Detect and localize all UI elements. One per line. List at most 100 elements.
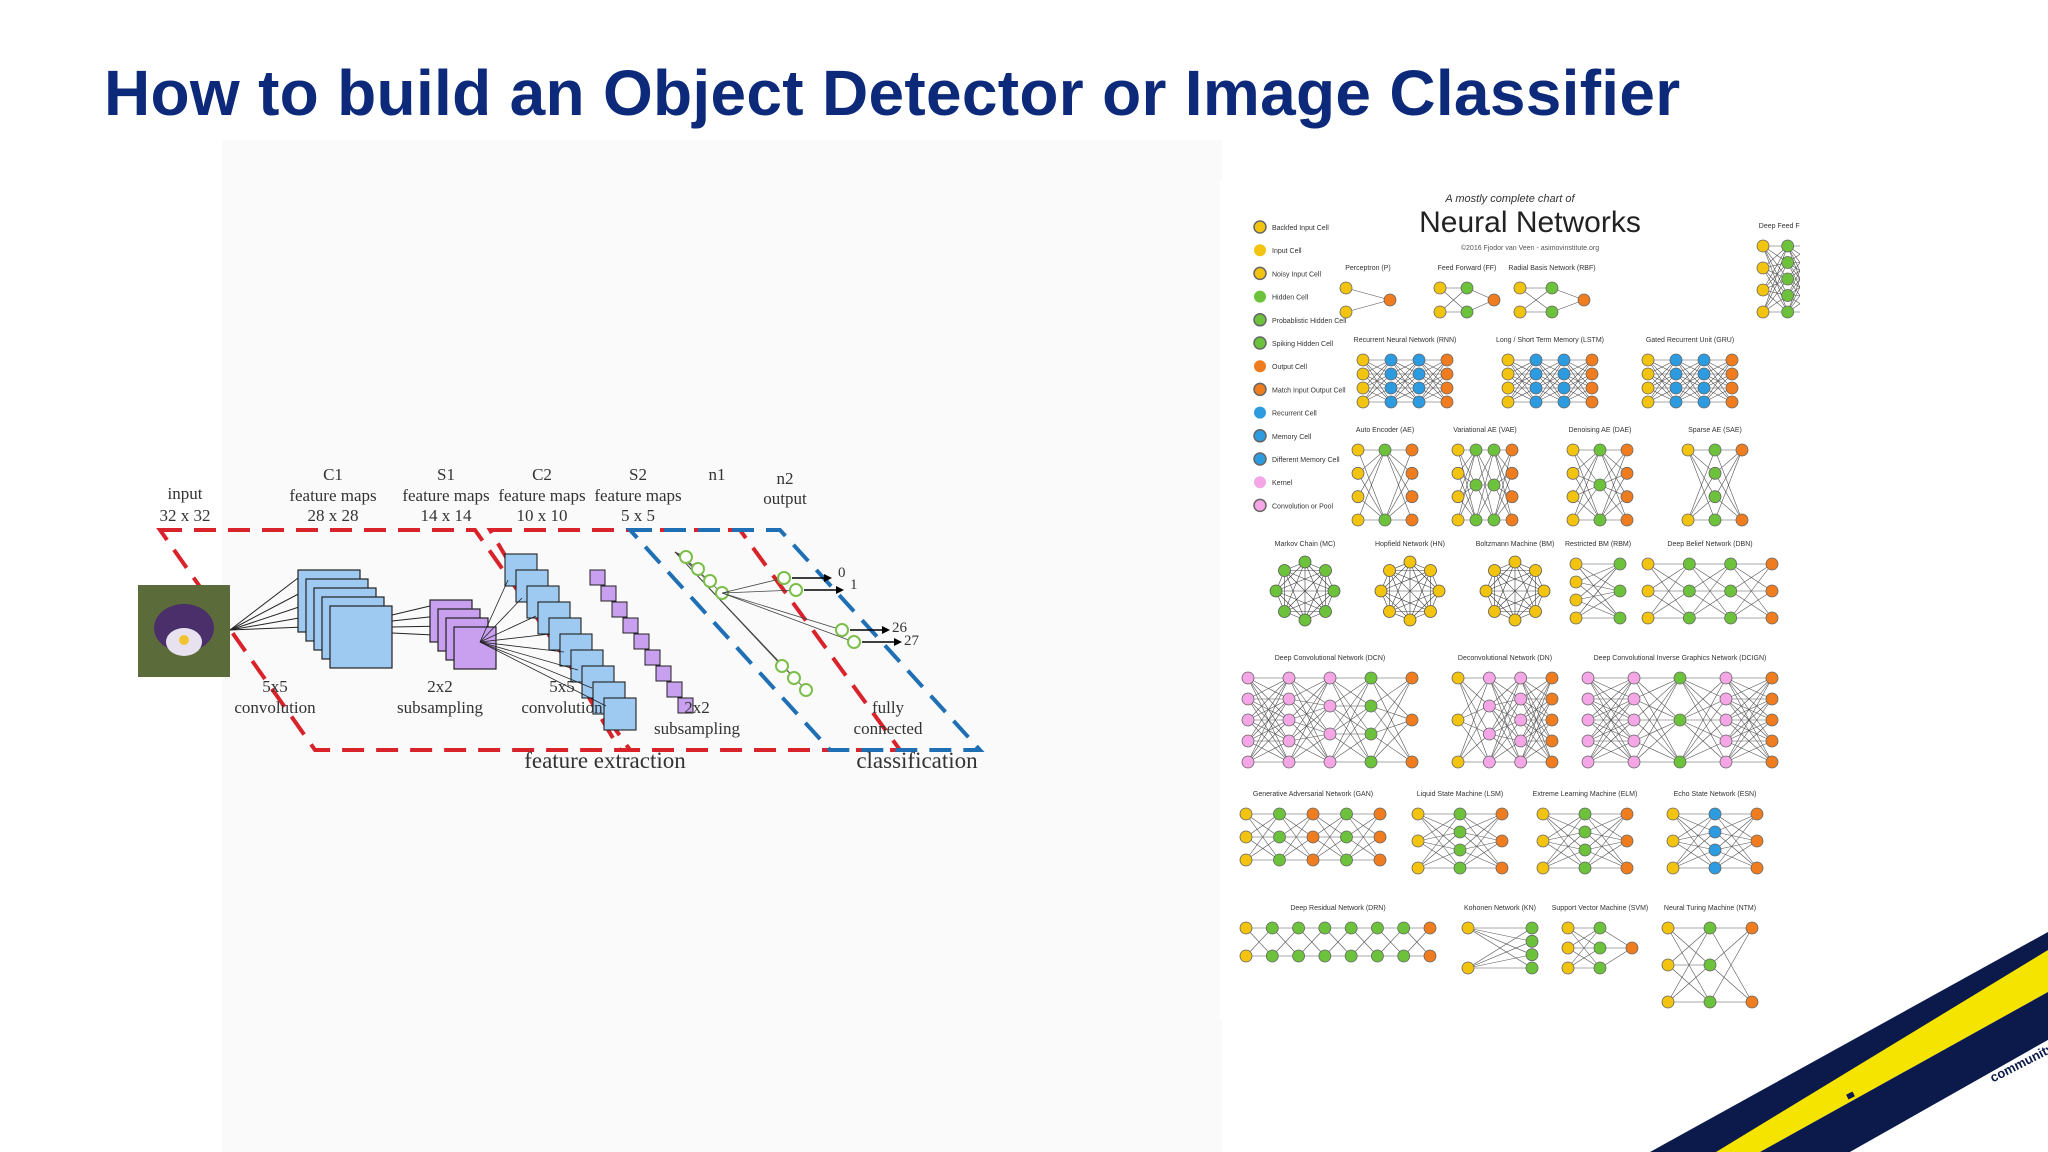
network-node <box>1641 381 1655 395</box>
network-node <box>1735 513 1749 527</box>
network-edge <box>1672 840 1716 851</box>
network-edge <box>1762 278 1788 313</box>
network-node <box>1488 564 1501 577</box>
network-node <box>1339 305 1353 319</box>
network-edge <box>1312 813 1347 861</box>
network-node <box>1451 755 1465 769</box>
network-edge <box>1288 705 1331 721</box>
network-node <box>1703 995 1717 1009</box>
section-classification: classification <box>856 748 978 773</box>
network-edge <box>1672 831 1716 842</box>
network-node <box>1278 564 1291 577</box>
network-edge <box>1457 484 1477 521</box>
network-node <box>1529 381 1543 395</box>
network-edge <box>1535 359 1565 403</box>
network-edge <box>1599 484 1628 521</box>
network-node <box>1505 466 1519 480</box>
network-edge <box>1245 813 1280 861</box>
network-edge <box>1457 733 1490 763</box>
s1-map <box>453 626 497 670</box>
network-node <box>1514 692 1528 706</box>
network-node <box>1373 830 1387 844</box>
network-node <box>1682 557 1696 571</box>
network-node <box>1339 281 1353 295</box>
network-node <box>1265 949 1279 963</box>
network-edge <box>1672 849 1716 869</box>
network-node <box>1495 807 1509 821</box>
network-node <box>1620 834 1634 848</box>
network-edge <box>1725 719 1773 763</box>
network-node <box>1384 353 1398 367</box>
label-s2: S2 <box>629 465 647 484</box>
network-node <box>1719 755 1733 769</box>
network-edge <box>1485 561 1516 592</box>
network-node <box>1569 593 1583 607</box>
network-node <box>1703 921 1717 935</box>
network-edge <box>1725 677 1773 742</box>
network-edge <box>1584 813 1628 869</box>
conv2-line <box>479 641 593 689</box>
network-edge <box>1272 927 1299 957</box>
network-node <box>1561 921 1575 935</box>
network-edge <box>1457 719 1490 763</box>
network-edge <box>1787 245 1800 272</box>
network-node <box>1451 671 1465 685</box>
network-node <box>1397 949 1411 963</box>
network-node <box>1545 305 1559 319</box>
network-edge <box>1714 813 1758 869</box>
network-edge <box>1675 359 1705 389</box>
network-edge <box>1787 262 1800 288</box>
network-diagram: Deep Convolutional Inverse Graphics Netw… <box>1581 655 1779 769</box>
network-node <box>1750 807 1764 821</box>
network-edge <box>1384 449 1413 521</box>
network-node <box>1411 807 1425 821</box>
c1-map <box>329 605 393 669</box>
network-edge <box>1647 563 1690 619</box>
network-node <box>1536 861 1550 875</box>
network-node <box>1364 727 1378 741</box>
network-node <box>1750 834 1764 848</box>
network-node <box>1566 443 1580 457</box>
network-node <box>1719 671 1733 685</box>
network-node <box>1239 949 1253 963</box>
network-edge <box>1459 831 1503 842</box>
network-node <box>1708 513 1722 527</box>
network-edge <box>1709 964 1753 1003</box>
network-node <box>1745 921 1759 935</box>
network-node <box>1351 513 1365 527</box>
network-label: Generative Adversarial Network (GAN) <box>1253 791 1373 798</box>
s2-map <box>600 585 617 602</box>
network-node <box>1482 755 1496 769</box>
network-edge <box>1489 677 1521 742</box>
network-edge <box>1714 813 1758 851</box>
network-edge <box>1679 677 1727 721</box>
network-node <box>1593 513 1607 527</box>
network-edge <box>1457 677 1490 763</box>
network-diagram: Liquid State Machine (LSM) <box>1411 791 1509 875</box>
network-node <box>1482 699 1496 713</box>
output-26: 26 <box>892 620 908 636</box>
network-node <box>1318 949 1332 963</box>
network-label: Feed Forward (FF) <box>1438 265 1497 272</box>
network-edge <box>1514 570 1536 621</box>
network-edge <box>1417 849 1461 869</box>
network-edge <box>1384 473 1413 521</box>
network-node <box>1397 921 1411 935</box>
network-node <box>1488 605 1501 618</box>
legend-swatch <box>1253 382 1267 397</box>
network-edge <box>1245 813 1280 838</box>
network-edge <box>1288 677 1331 707</box>
op-sub1-size: 2x2 <box>427 677 453 696</box>
network-edge <box>1329 677 1372 735</box>
network-node <box>1708 466 1722 480</box>
network-node <box>1781 272 1795 286</box>
network-edge <box>1667 927 1711 1003</box>
network-edge <box>1672 813 1716 869</box>
legend-swatch <box>1253 220 1267 234</box>
network-node <box>1411 834 1425 848</box>
legend-swatch <box>1254 406 1266 419</box>
conv2-line <box>479 641 607 707</box>
network-label: Variational AE (VAE) <box>1453 427 1517 434</box>
network-node <box>1451 443 1465 457</box>
network-node <box>1453 861 1467 875</box>
